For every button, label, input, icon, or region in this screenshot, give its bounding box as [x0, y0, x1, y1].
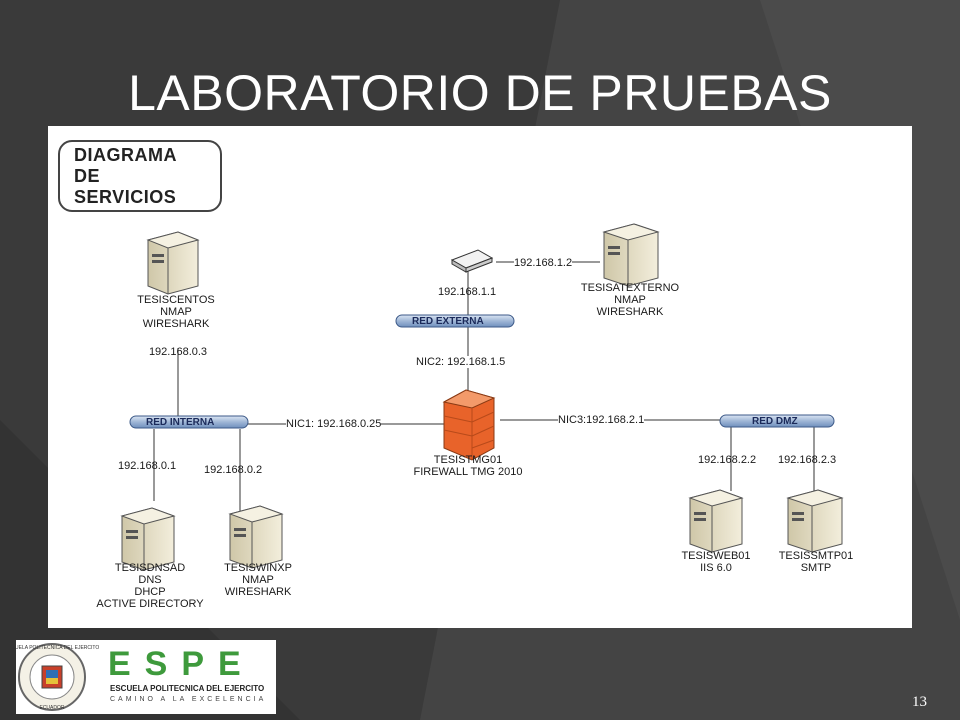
firewall-icon — [442, 389, 496, 461]
bus-label-red-interna: RED INTERNA — [146, 417, 215, 428]
server-icon-tesisdnsad — [120, 507, 176, 571]
node-service: WIRESHARK — [596, 306, 664, 318]
router-icon — [450, 249, 494, 273]
server-icon-tesisweb01 — [688, 489, 744, 553]
server-icon-tesissmtp01 — [786, 489, 844, 553]
node-service: NMAP — [614, 294, 646, 306]
bus-red-interna — [129, 415, 249, 429]
espe-motto: CAMINO A LA EXCELENCIA — [110, 696, 267, 703]
node-service: FIREWALL TMG 2010 — [413, 466, 523, 478]
server-icon-tesiscentos — [146, 231, 200, 295]
ip-label-centos: 192.168.0.3 — [148, 346, 208, 358]
page-number: 13 — [912, 694, 927, 710]
server-icon-tesiswinxp — [228, 505, 284, 569]
node-service: SMTP — [800, 562, 832, 574]
diagram-lines — [120, 223, 844, 571]
bus-label-red-dmz: RED DMZ — [752, 416, 798, 427]
node-label-tesistmg01: TESISTMG01 FIREWALL TMG 2010 — [413, 454, 522, 478]
diagram-title-line: DE — [74, 166, 101, 186]
node-name: TESISWEB01 — [681, 550, 751, 562]
node-label-tesisdnsad: TESISDNSAD DNS DHCP ACTIVE DIRECTORY — [96, 562, 203, 610]
node-label-tesisatexterno: TESISATEXTERNO NMAP WIRESHARK — [581, 282, 679, 318]
node-service: DHCP — [134, 586, 166, 598]
slide-title: LABORATORIO DE PRUEBAS — [128, 65, 832, 121]
espe-seal-icon: ESCUELA POLITECNICA DEL EJERCITO ECUADOR — [5, 643, 99, 711]
node-name: TESISSMTP01 — [778, 550, 854, 562]
node-label-tesiswinxp: TESISWINXP NMAP WIRESHARK — [224, 562, 292, 598]
node-name: TESISDNSAD — [114, 562, 186, 574]
node-label-tesisweb01: TESISWEB01 IIS 6.0 — [681, 550, 750, 574]
node-service: NMAP — [160, 306, 192, 318]
ip-label-winxp: 192.168.0.2 — [204, 464, 263, 476]
ip-label-dnsad: 192.168.0.1 — [118, 460, 177, 472]
node-service: DNS — [138, 574, 162, 586]
bus-label-red-externa: RED EXTERNA — [412, 316, 484, 327]
node-name: TESISTMG01 — [433, 454, 503, 466]
node-service: WIRESHARK — [224, 586, 292, 598]
node-service: IIS 6.0 — [700, 562, 732, 574]
bus-red-externa — [395, 314, 515, 328]
node-service: WIRESHARK — [142, 318, 210, 330]
node-name: TESISATEXTERNO — [580, 282, 680, 294]
ip-label-externo: 192.168.1.2 — [514, 257, 573, 269]
ip-label-router: 192.168.1.1 — [438, 286, 497, 298]
nic3-label: NIC3:192.168.2.1 — [558, 414, 645, 426]
network-diagram: DIAGRAMA DE SERVICIOS RED INTERNA RED EX… — [48, 126, 912, 628]
node-label-tesissmtp01: TESISSMTP01 SMTP — [779, 550, 854, 574]
espe-subtitle: ESCUELA POLITECNICA DEL EJERCITO — [110, 684, 265, 693]
node-service: NMAP — [242, 574, 274, 586]
bus-red-dmz — [719, 414, 835, 428]
server-icon-tesisatexterno — [602, 223, 660, 287]
nic2-label: NIC2: 192.168.1.5 — [416, 356, 506, 368]
diagram-title-line: DIAGRAMA — [74, 145, 177, 165]
espe-logo: ESCUELA POLITECNICA DEL EJERCITO ECUADOR… — [5, 640, 276, 714]
diagram-title-line: SERVICIOS — [74, 187, 177, 207]
ip-label-web: 192.168.2.2 — [698, 454, 757, 466]
node-name: TESISWINXP — [224, 562, 292, 574]
seal-country: ECUADOR — [39, 705, 64, 711]
seal-text: ESCUELA POLITECNICA DEL EJERCITO — [16, 645, 99, 651]
espe-wordmark: ESPE — [108, 645, 255, 683]
node-label-tesiscentos: TESISCENTOS NMAP WIRESHARK — [137, 294, 214, 330]
node-service: ACTIVE DIRECTORY — [96, 598, 204, 610]
ip-label-smtp: 192.168.2.3 — [778, 454, 837, 466]
nic1-label: NIC1: 192.168.0.25 — [286, 418, 382, 430]
node-name: TESISCENTOS — [137, 294, 215, 306]
diagram-title-box: DIAGRAMA DE SERVICIOS — [58, 140, 222, 212]
